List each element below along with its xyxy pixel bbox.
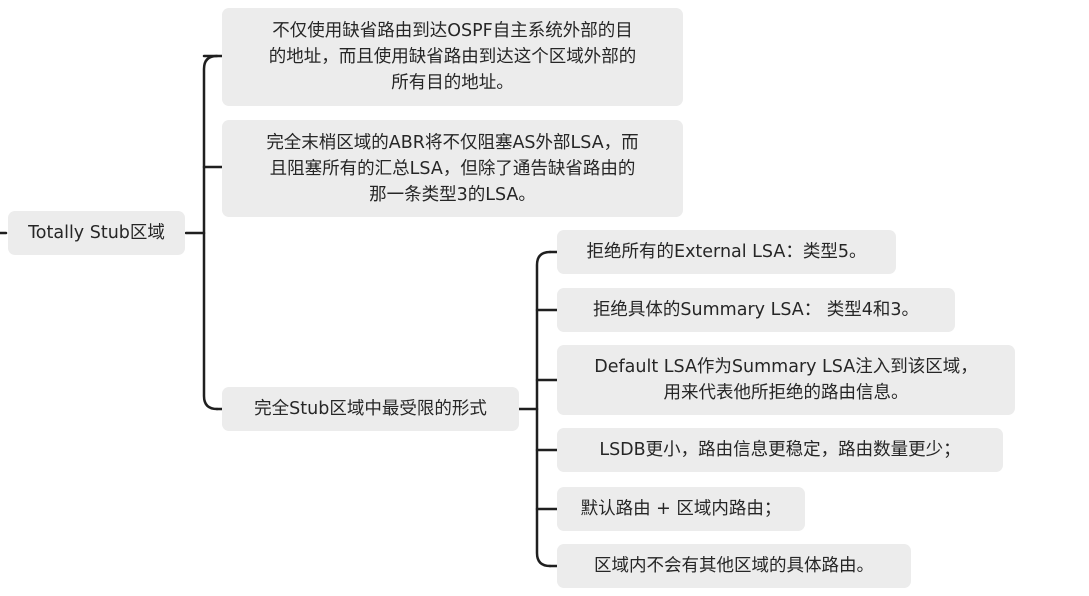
topic-text-line: 拒绝具体的Summary LSA： 类型4和3。	[592, 300, 920, 320]
topic-text-line: 完全末梢区域的ABR将不仅阻塞AS外部LSA，而	[266, 132, 639, 153]
topic-text-line: 拒绝所有的External LSA：类型5。	[586, 242, 867, 262]
sub-trunk	[535, 250, 552, 568]
root-topic-label: Totally Stub区域	[28, 223, 165, 243]
topic-text-line: 区域内不会有其他区域的具体路由。	[594, 556, 874, 576]
topic-text-line: 所有目的地址。	[391, 73, 514, 93]
topic-text-line: 的地址，而且使用缺省路由到达这个区域外部的	[268, 47, 637, 67]
topic-text-line: 完全Stub区域中最受限的形式	[254, 399, 487, 419]
subtopic-reject-external-lsa[interactable]: 拒绝所有的External LSA：类型5。	[557, 230, 896, 274]
subtopic-default-lsa-injection[interactable]: Default LSA作为Summary LSA注入到该区域， 用来代表他所拒绝…	[557, 345, 1015, 415]
branch-topic-abr-blocking[interactable]: 完全末梢区域的ABR将不仅阻塞AS外部LSA，而 且阻塞所有的汇总LSA，但除了…	[222, 120, 683, 217]
topic-text-line: 默认路由 + 区域内路由；	[580, 499, 782, 519]
subtopic-no-inter-area-routes[interactable]: 区域内不会有其他区域的具体路由。	[557, 544, 911, 588]
branch-topic-most-restricted-form[interactable]: 完全Stub区域中最受限的形式	[222, 387, 519, 431]
topic-text-line: 用来代表他所拒绝的路由信息。	[663, 383, 909, 403]
subtopic-smaller-lsdb[interactable]: LSDB更小，路由信息更稳定，路由数量更少；	[557, 428, 1003, 472]
subtopic-reject-summary-lsa[interactable]: 拒绝具体的Summary LSA： 类型4和3。	[557, 288, 955, 332]
subtopic-default-plus-intra-routes[interactable]: 默认路由 + 区域内路由；	[557, 487, 805, 531]
topic-text-line: LSDB更小，路由信息更稳定，路由数量更少；	[599, 440, 961, 460]
main-trunk	[202, 54, 219, 411]
root-topic[interactable]: Totally Stub区域	[8, 211, 185, 255]
topic-text-line: Default LSA作为Summary LSA注入到该区域，	[594, 357, 978, 377]
branch-topic-default-route-scope[interactable]: 不仅使用缺省路由到达OSPF自主系统外部的目 的地址，而且使用缺省路由到达这个区…	[222, 8, 683, 106]
topic-text-line: 且阻塞所有的汇总LSA，但除了通告缺省路由的	[269, 158, 636, 179]
topic-text-line: 那一条类型3的LSA。	[369, 184, 536, 205]
topic-text-line: 不仅使用缺省路由到达OSPF自主系统外部的目	[272, 21, 633, 41]
